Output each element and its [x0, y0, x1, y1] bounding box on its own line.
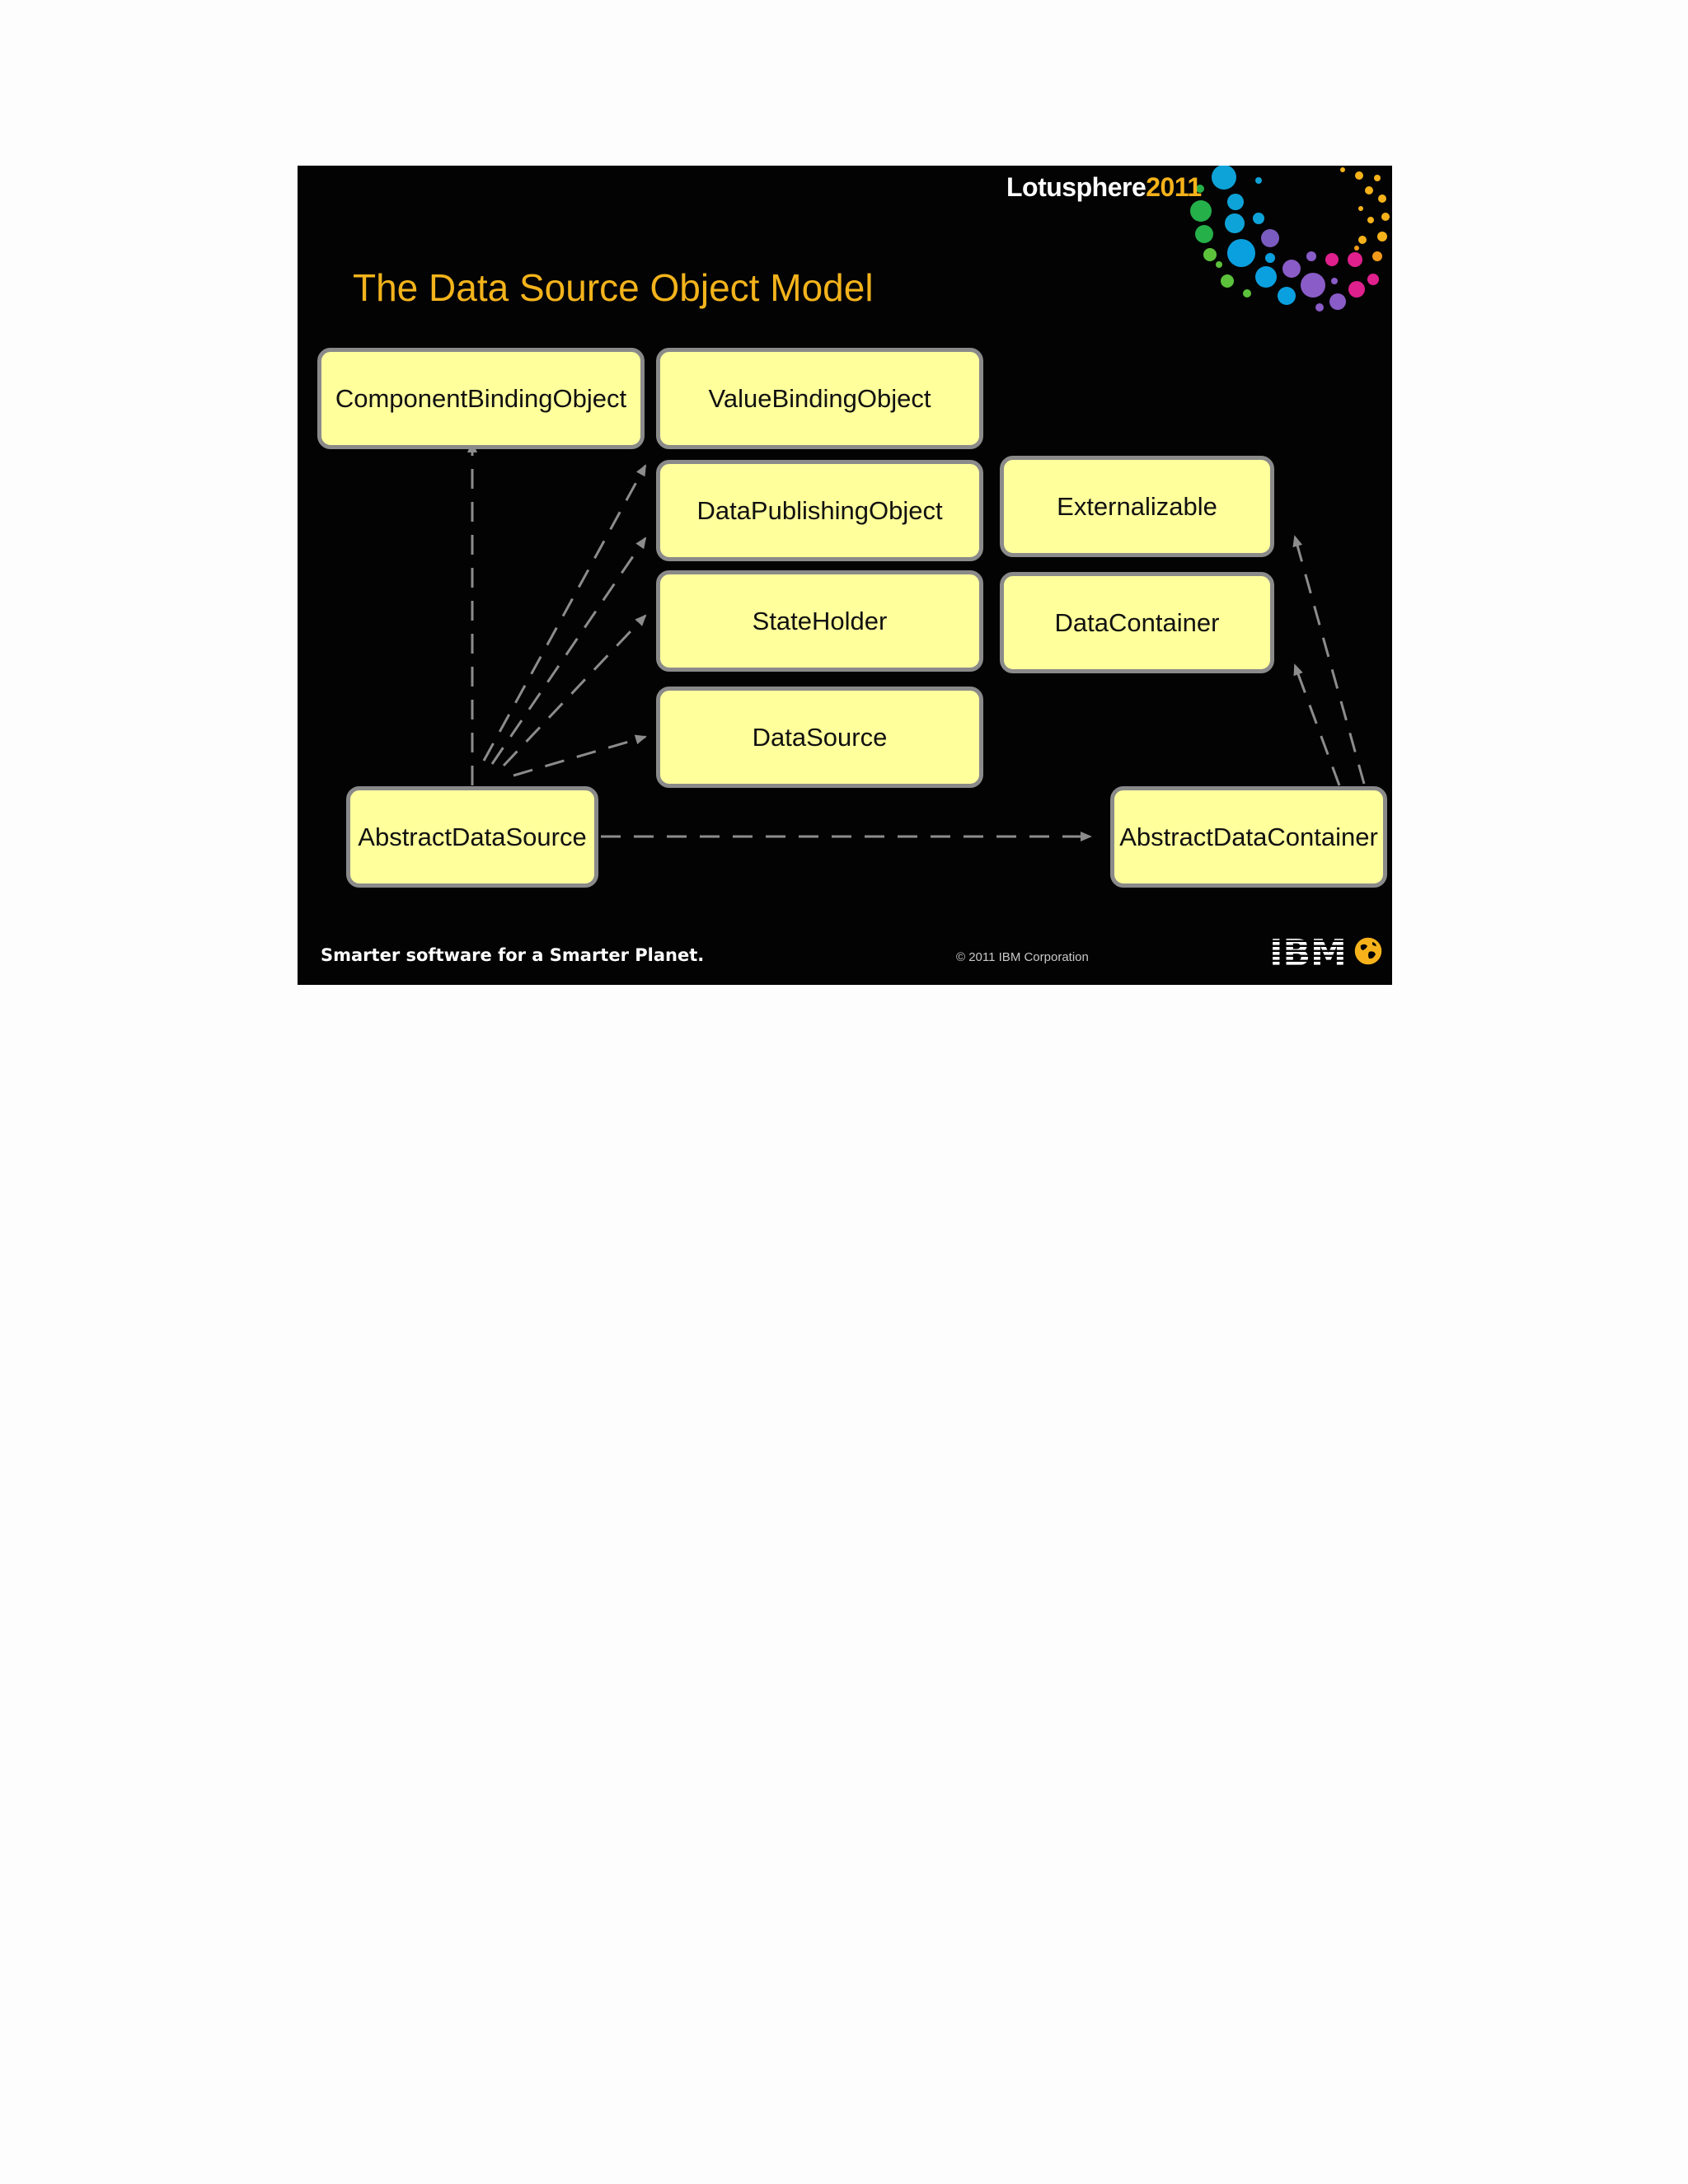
node-data-publishing-object: DataPublishingObject — [656, 460, 983, 561]
node-component-binding-object: ComponentBindingObject — [317, 348, 645, 449]
diagram-edges — [467, 441, 1366, 841]
ibm-logo-text: IBM — [1269, 932, 1347, 968]
edge-ads-to-value-binding-object — [482, 464, 647, 762]
node-label: DataSource — [752, 722, 888, 752]
brand-year: 2011 — [1146, 172, 1202, 202]
edge-ads-to-data-publishing-object — [490, 537, 647, 765]
node-abstract-data-container: AbstractDataContainer — [1110, 786, 1387, 888]
brand-wordmark: Lotusphere2011 — [1006, 172, 1202, 203]
edge-adc-to-externalizable — [1292, 535, 1366, 785]
node-label: DataContainer — [1054, 607, 1220, 637]
slide-title: The Data Source Object Model — [353, 266, 874, 309]
node-label: DataPublishingObject — [696, 495, 943, 525]
node-data-container: DataContainer — [1000, 572, 1274, 673]
node-label: StateHolder — [752, 606, 888, 635]
copyright: © 2011 IBM Corporation — [956, 950, 1089, 964]
slide: Lotusphere2011 The Data Source Object Mo… — [298, 166, 1392, 985]
edge-ads-to-state-holder — [502, 614, 647, 767]
node-state-holder: StateHolder — [656, 570, 983, 672]
node-label: ValueBindingObject — [708, 383, 931, 413]
smarter-planet-globe-icon — [1353, 936, 1383, 966]
node-data-source: DataSource — [656, 687, 983, 788]
node-label: ComponentBindingObject — [335, 383, 627, 413]
node-label: Externalizable — [1057, 491, 1217, 521]
edge-ads-to-data-source — [513, 734, 647, 777]
node-label: AbstractDataContainer — [1119, 822, 1378, 851]
edge-adc-to-data-container — [1293, 663, 1341, 786]
node-abstract-data-source: AbstractDataSource — [346, 786, 598, 888]
decorative-dot-ring — [1190, 166, 1390, 312]
node-externalizable: Externalizable — [1000, 456, 1274, 557]
node-label: AbstractDataSource — [358, 822, 587, 851]
brand-name: Lotusphere — [1006, 172, 1146, 202]
ibm-logo: IBM — [1269, 932, 1347, 968]
node-value-binding-object: ValueBindingObject — [656, 348, 983, 449]
tagline: Smarter software for a Smarter Planet. — [321, 945, 705, 965]
